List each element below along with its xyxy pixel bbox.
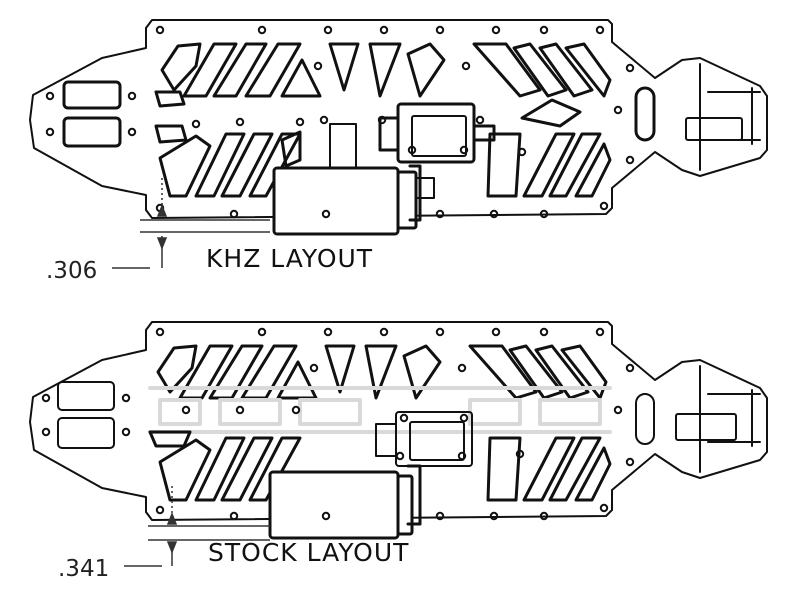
rear-slot-lower: [57, 417, 115, 449]
dimension-value-khz: .306: [46, 258, 97, 284]
servo-assembly: [375, 411, 473, 467]
mounting-hole: [229, 511, 239, 521]
mounting-hole: [229, 209, 239, 219]
mounting-hole: [613, 105, 623, 115]
mounting-hole: [235, 117, 245, 127]
mounting-hole: [539, 511, 549, 521]
mounting-hole: [399, 413, 409, 423]
mounting-hole: [599, 503, 609, 513]
mounting-hole: [313, 61, 323, 71]
mounting-hole: [625, 63, 635, 73]
mounting-hole: [257, 25, 267, 35]
mounting-hole: [379, 25, 389, 35]
front-battery-slot: [635, 393, 655, 445]
mounting-hole: [295, 117, 305, 127]
mounting-hole: [41, 393, 51, 403]
mounting-hole: [457, 451, 467, 461]
layout-label-khz: KHZ LAYOUT: [206, 244, 373, 273]
lower-cutouts: [148, 430, 612, 502]
mounting-hole: [395, 451, 405, 461]
mounting-hole: [309, 363, 319, 373]
front-bumper: [699, 365, 761, 473]
mounting-hole: [321, 209, 331, 219]
mounting-hole: [539, 209, 549, 219]
mounting-hole: [625, 457, 635, 467]
dimension-value-stock: .341: [58, 556, 109, 582]
mounting-hole: [291, 405, 301, 415]
mounting-hole: [595, 25, 605, 35]
mounting-hole: [457, 363, 467, 373]
layout-label-stock: STOCK LAYOUT: [208, 538, 409, 567]
mounting-hole: [475, 115, 485, 125]
mounting-hole: [155, 25, 165, 35]
mounting-hole: [595, 327, 605, 337]
mounting-hole: [489, 511, 499, 521]
chassis-outline: [29, 321, 768, 521]
ghost-cutouts: [148, 386, 612, 434]
mounting-hole: [459, 145, 469, 155]
mounting-hole: [407, 145, 417, 155]
mounting-hole: [491, 25, 501, 35]
mounting-hole: [491, 327, 501, 337]
mounting-hole: [127, 127, 137, 137]
mounting-hole: [323, 327, 333, 337]
mounting-hole: [235, 405, 245, 415]
motor: [268, 464, 422, 540]
front-slot: [685, 117, 743, 141]
motor: [272, 164, 435, 236]
mounting-hole: [613, 405, 623, 415]
front-slot: [675, 413, 737, 441]
mounting-hole: [155, 505, 165, 515]
mounting-hole: [435, 25, 445, 35]
front-battery-slot: [634, 86, 656, 142]
dimension-stock: [124, 486, 270, 567]
mounting-hole: [435, 511, 445, 521]
mounting-hole: [379, 327, 389, 337]
mounting-hole: [121, 427, 131, 437]
mounting-hole: [517, 147, 527, 157]
mounting-hole: [257, 327, 267, 337]
mounting-hole: [435, 327, 445, 337]
mounting-hole: [539, 327, 549, 337]
mounting-hole: [459, 413, 469, 423]
mounting-hole: [323, 25, 333, 35]
mounting-hole: [461, 61, 471, 71]
dimension-khz: [112, 178, 270, 269]
mounting-hole: [599, 201, 609, 211]
rear-slot-upper: [62, 80, 122, 110]
mounting-hole: [489, 209, 499, 219]
mounting-hole: [45, 127, 55, 137]
mounting-hole: [155, 327, 165, 337]
mounting-hole: [321, 511, 331, 521]
rear-slot-lower: [62, 116, 122, 148]
mounting-hole: [319, 115, 329, 125]
mounting-hole: [41, 427, 51, 437]
mounting-holes: [41, 327, 635, 521]
chassis-stock: [29, 321, 768, 540]
mounting-hole: [625, 155, 635, 165]
upper-cutouts: [156, 344, 608, 400]
mounting-hole: [127, 91, 137, 101]
mounting-hole: [45, 91, 55, 101]
mounting-hole: [377, 115, 387, 125]
rear-slot-upper: [57, 381, 115, 411]
servo-assembly: [329, 102, 496, 171]
chassis-outline: [29, 19, 768, 219]
mounting-hole: [625, 363, 635, 373]
chassis-khz: [29, 19, 768, 236]
mounting-hole: [539, 25, 549, 35]
upper-cutouts: [154, 42, 612, 108]
mounting-hole: [435, 209, 445, 219]
mounting-hole: [121, 393, 131, 403]
mounting-hole: [515, 449, 525, 459]
mounting-hole: [191, 119, 201, 129]
mounting-hole: [181, 405, 191, 415]
lower-cutouts: [154, 98, 612, 198]
